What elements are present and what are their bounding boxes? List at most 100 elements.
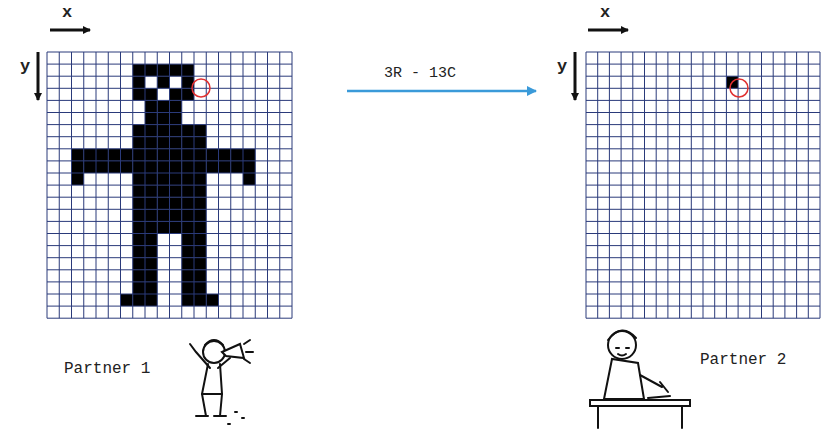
pixel-cell <box>194 137 206 149</box>
grid-line <box>586 148 820 149</box>
pixel-cell <box>157 221 169 233</box>
pixel-cell <box>182 197 194 209</box>
pixel-cell <box>170 137 182 149</box>
pixel-cell <box>219 149 231 161</box>
x-axis-arrow <box>50 29 90 32</box>
grid-line <box>47 185 292 186</box>
pixel-cell <box>170 64 182 76</box>
pixel-cell <box>182 282 194 294</box>
speaker-figure <box>190 340 253 424</box>
highlight-circle <box>192 79 210 97</box>
pixel-cell <box>133 137 145 149</box>
pixel-cell <box>145 64 157 76</box>
pixel-cell <box>133 258 145 270</box>
axis-label: x <box>62 4 72 23</box>
pixel-cell <box>145 270 157 282</box>
pixel-cell <box>72 149 84 161</box>
pixel-cell <box>157 149 169 161</box>
pixel-cell <box>157 173 169 185</box>
pixel-cell <box>121 149 133 161</box>
grid-line <box>586 233 820 234</box>
pixel-cell <box>157 161 169 173</box>
pixel-cell <box>145 161 157 173</box>
grid-line <box>47 269 292 270</box>
pixel-cell <box>182 209 194 221</box>
pixel-cell <box>133 185 145 197</box>
pixel-cell <box>157 76 169 88</box>
pixel-cell <box>133 173 145 185</box>
pixel-cell <box>170 113 182 125</box>
pixel-cell <box>182 221 194 233</box>
pixel-cell <box>182 185 194 197</box>
pixel-cell <box>145 149 157 161</box>
grid-line <box>47 160 292 161</box>
pixel-cell <box>133 125 145 137</box>
grid-line <box>586 136 820 137</box>
grid-line <box>47 124 292 125</box>
pixel-cell <box>170 88 182 100</box>
pixel-cell <box>157 125 169 137</box>
pixel-cell <box>206 294 218 306</box>
pixel-cell <box>145 185 157 197</box>
pixel-cell <box>206 161 218 173</box>
grid-line <box>47 148 292 149</box>
grid-line <box>47 257 292 258</box>
pixel-cell <box>145 234 157 246</box>
pixel-cell <box>182 161 194 173</box>
grid-line <box>586 52 820 53</box>
pixel-cell <box>145 246 157 258</box>
pixel-cell <box>194 197 206 209</box>
grid-line <box>47 112 292 113</box>
pixel-cell <box>206 149 218 161</box>
grid-line <box>586 269 820 270</box>
grid-line <box>586 221 820 222</box>
pixel-cell <box>219 161 231 173</box>
grid-line <box>47 318 292 319</box>
pixel-cell <box>231 149 243 161</box>
grid-line <box>47 233 292 234</box>
instruction-label: 3R - 13C <box>384 66 456 83</box>
axis-label: y <box>20 58 30 77</box>
pixel-cell <box>194 185 206 197</box>
pixel-cell <box>157 197 169 209</box>
transfer-arrow <box>347 90 536 93</box>
pixel-cell <box>157 64 169 76</box>
pixel-cell <box>133 246 145 258</box>
pixel-cell <box>182 125 194 137</box>
grid-line <box>586 64 820 65</box>
partner-label: Partner 1 <box>64 361 150 379</box>
pixel-cell <box>121 161 133 173</box>
pixel-cell <box>182 258 194 270</box>
pixel-cell <box>145 125 157 137</box>
partner-label: Partner 2 <box>700 352 786 370</box>
highlight-circle <box>730 79 748 97</box>
grid-line <box>47 221 292 222</box>
grid-line <box>47 52 292 53</box>
pixel-cell <box>133 76 145 88</box>
grid-line <box>47 294 292 295</box>
pixel-cell <box>194 161 206 173</box>
grid-line <box>586 257 820 258</box>
pixel-cell <box>170 209 182 221</box>
grid-line <box>47 173 292 174</box>
pixel-cell <box>133 209 145 221</box>
pixel-cell <box>170 125 182 137</box>
pixel-cell <box>157 100 169 112</box>
pixel-cell <box>170 161 182 173</box>
pixel-cell <box>133 161 145 173</box>
pixel-cell <box>170 149 182 161</box>
grid-line <box>586 124 820 125</box>
grid-line <box>47 136 292 137</box>
pixel-cell <box>145 137 157 149</box>
pixel-cell <box>84 161 96 173</box>
pixel-cell <box>133 294 145 306</box>
pixel-cell <box>133 88 145 100</box>
pixel-cell <box>145 209 157 221</box>
pixel-cell <box>194 270 206 282</box>
pixel-cell <box>170 221 182 233</box>
pixel-cell <box>194 173 206 185</box>
grid-line <box>586 112 820 113</box>
pixel-cell <box>243 149 255 161</box>
pixel-cell <box>145 282 157 294</box>
grid-line <box>586 76 820 77</box>
